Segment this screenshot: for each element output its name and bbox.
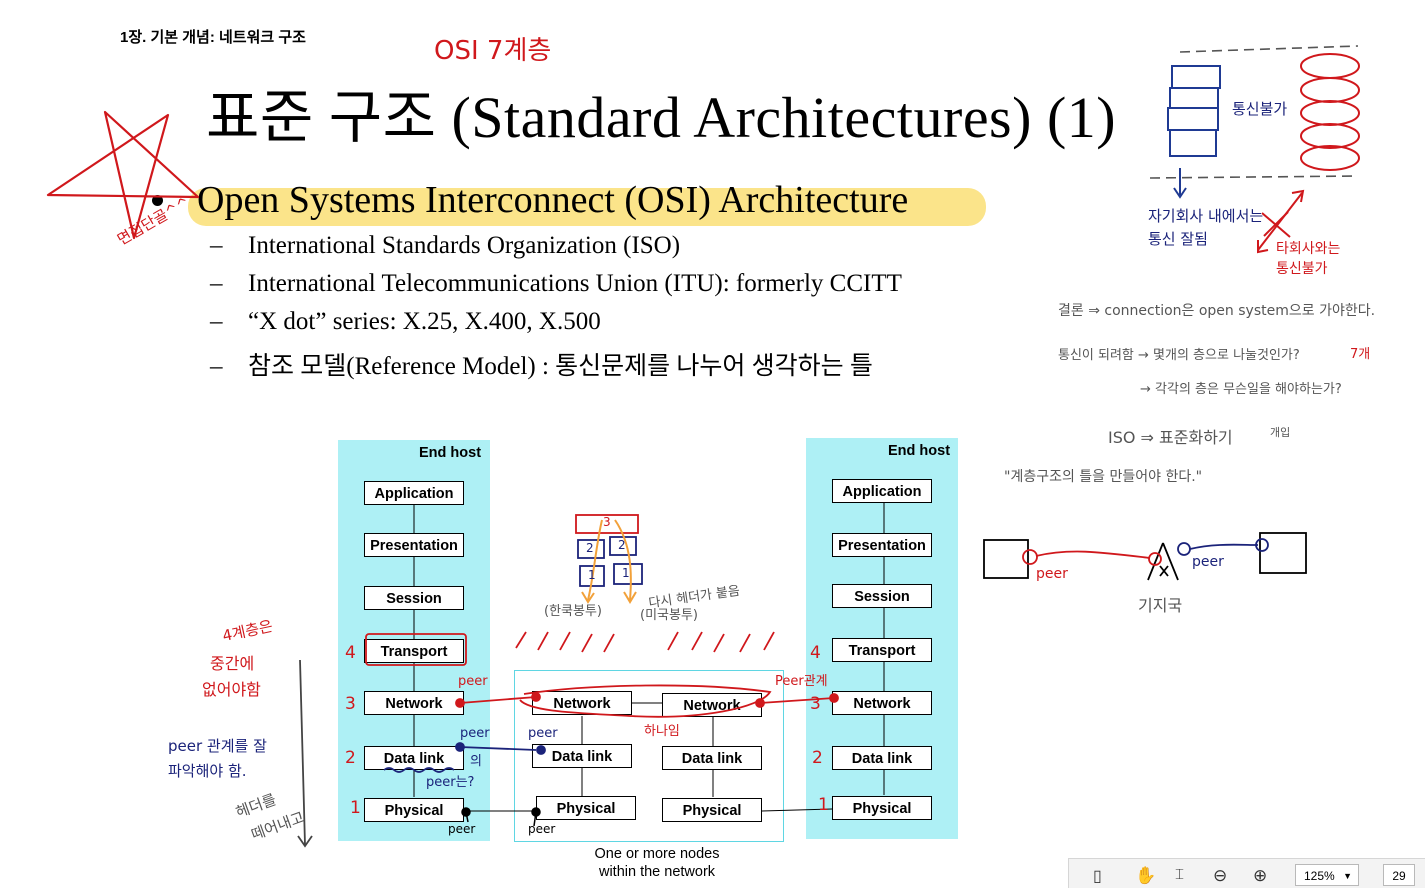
left-layer-application: Application [364,481,464,505]
ink-peer-dl2: peer [528,726,558,741]
ink-comm-no2: 통신불가 [1276,261,1328,277]
right-layer-application: Application [832,479,932,503]
ink-num4r: 4 [810,643,821,663]
left-layer-network: Network [364,691,464,715]
slide-subtitle: Open Systems Interconnect (OSI) Architec… [197,179,909,221]
caption-line-1: One or more nodes [594,846,720,862]
bullet-dot [152,195,163,206]
ink-note1: 결론 ⇒ connection은 open system으로 가야한다. [1058,303,1376,319]
bullet-item: –International Standards Organization (I… [210,232,681,259]
ink-num4: 4 [345,643,356,663]
ink-peer-left: peer [1036,566,1068,582]
zoom-value: 125% [1304,869,1335,883]
right-layer-physical: Physical [832,796,932,820]
right-layer-network: Network [832,691,932,715]
select-cursor-icon[interactable]: ⌶ [1175,866,1185,883]
ink-pkt2a: 2 [586,541,594,555]
page-number-input[interactable]: 29 [1383,864,1415,886]
cylinder-drawing [1257,53,1360,254]
node1-physical: Physical [536,796,636,820]
right-layer-session: Session [832,584,932,608]
ink-note4b: 개입 [1270,426,1291,439]
ink-pkt1b: 1 [622,566,630,580]
slide-title: 표준 구조 (Standard Architectures) (1) [206,85,1117,150]
left-layer-physical: Physical [364,798,464,822]
ink-comm-no1: 통신불가 [1232,100,1288,118]
ink-note4: ISO ⇒ 표준화하기 [1108,428,1233,447]
zoom-select[interactable]: 125% ▼ [1295,864,1359,886]
ink-pkt2b: 2 [618,538,626,552]
ink-korea-envelope: (한쿡봉투) [544,604,602,619]
left-layer-data-link: Data link [364,746,464,770]
ink-num1r: 1 [818,795,829,815]
network-caption: One or more nodes within the network [567,845,747,881]
ink-own-company: 자기회사 내에서는 [1148,207,1264,225]
chapter-label: 1장. 기본 개념: 네트워크 구조 [120,29,306,46]
ink-one: 하나임 [644,724,680,739]
viewer-toolbar: ▯ ✋ ⌶ ⊖ ⊕ 125% ▼ 29 [1068,858,1425,888]
ink-peer-net: peer [458,674,488,689]
right-host-title: End host [888,443,951,459]
ink-grasp: 파악해야 함. [168,762,247,780]
ink-other-company: 타회사와는 [1276,241,1341,257]
ink-usa-envelope: (미국봉투) [640,608,698,623]
ink-num3r: 3 [810,694,821,714]
ink-note2b: 7개 [1350,347,1371,362]
ink-of: 의 [470,754,482,769]
bullet-item: –International Telecommunications Union … [210,270,902,297]
hand-icon[interactable]: ✋ [1135,866,1157,885]
right-layer-presentation: Presentation [832,533,932,557]
ink-must-not: 없어야함 [202,680,261,699]
left-layer-transport: Transport [364,639,464,663]
ink-note2: 통신이 되려함 → 몇개의 층으로 나눌것인가? [1058,348,1300,363]
node1-network: Network [532,691,632,715]
zoom-in-icon[interactable]: ⊕ [1253,866,1268,885]
ink-num1: 1 [350,798,361,818]
chevron-down-icon: ▼ [1343,871,1352,881]
caption-line-2: within the network [598,864,716,880]
stack-drawing [1167,65,1221,199]
zoom-out-icon[interactable]: ⊖ [1213,866,1228,885]
ink-note3: → 각각의 층은 무슨일을 해야하는가? [1140,382,1342,397]
ink-num2: 2 [345,748,356,768]
ink-peer-rel: peer 관계를 잘 [168,737,267,755]
node2-data-link: Data link [662,746,762,770]
ink-peer-right: peer [1192,554,1224,570]
ink-pkt1a: 1 [588,568,596,582]
ink-relay: 기지국 [1138,596,1183,615]
bullet-item: –“X dot” series: X.25, X.400, X.500 [210,308,601,335]
right-layer-data-link: Data link [832,746,932,770]
ink-peer-phys: peer [448,822,476,836]
subtitle-highlight [188,188,986,226]
ink-pkt3: 3 [603,515,611,529]
node1-data-link: Data link [532,744,632,768]
ink-num2r: 2 [812,748,823,768]
network-nodes-frame [514,670,784,842]
ink-middle: 중간에 [210,654,255,673]
ink-note5: "계층구조의 틀을 만들어야 한다." [1004,469,1203,485]
node2-physical: Physical [662,798,762,822]
ink-peer-dl: peer [460,726,490,741]
ink-peer-q: peer는? [426,775,475,790]
star-icon [46,110,200,240]
left-layer-presentation: Presentation [364,533,464,557]
ink-num3: 3 [345,694,356,714]
left-host-title: End host [419,445,482,461]
ink-osi-title: OSI 7계층 [434,36,552,66]
ink-peer-rel2: Peer관계 [775,674,828,689]
ink-peer-phys2: peer [528,822,556,836]
sidebar-icon[interactable]: ▯ [1093,868,1102,885]
peer-sketch [983,532,1307,581]
bullet-item: –참조 모델(Reference Model) : 통신문제를 나누어 생각하는… [210,353,873,380]
ink-comm-ok: 통신 잘됨 [1148,230,1208,248]
left-layer-session: Session [364,586,464,610]
right-layer-transport: Transport [832,638,932,662]
